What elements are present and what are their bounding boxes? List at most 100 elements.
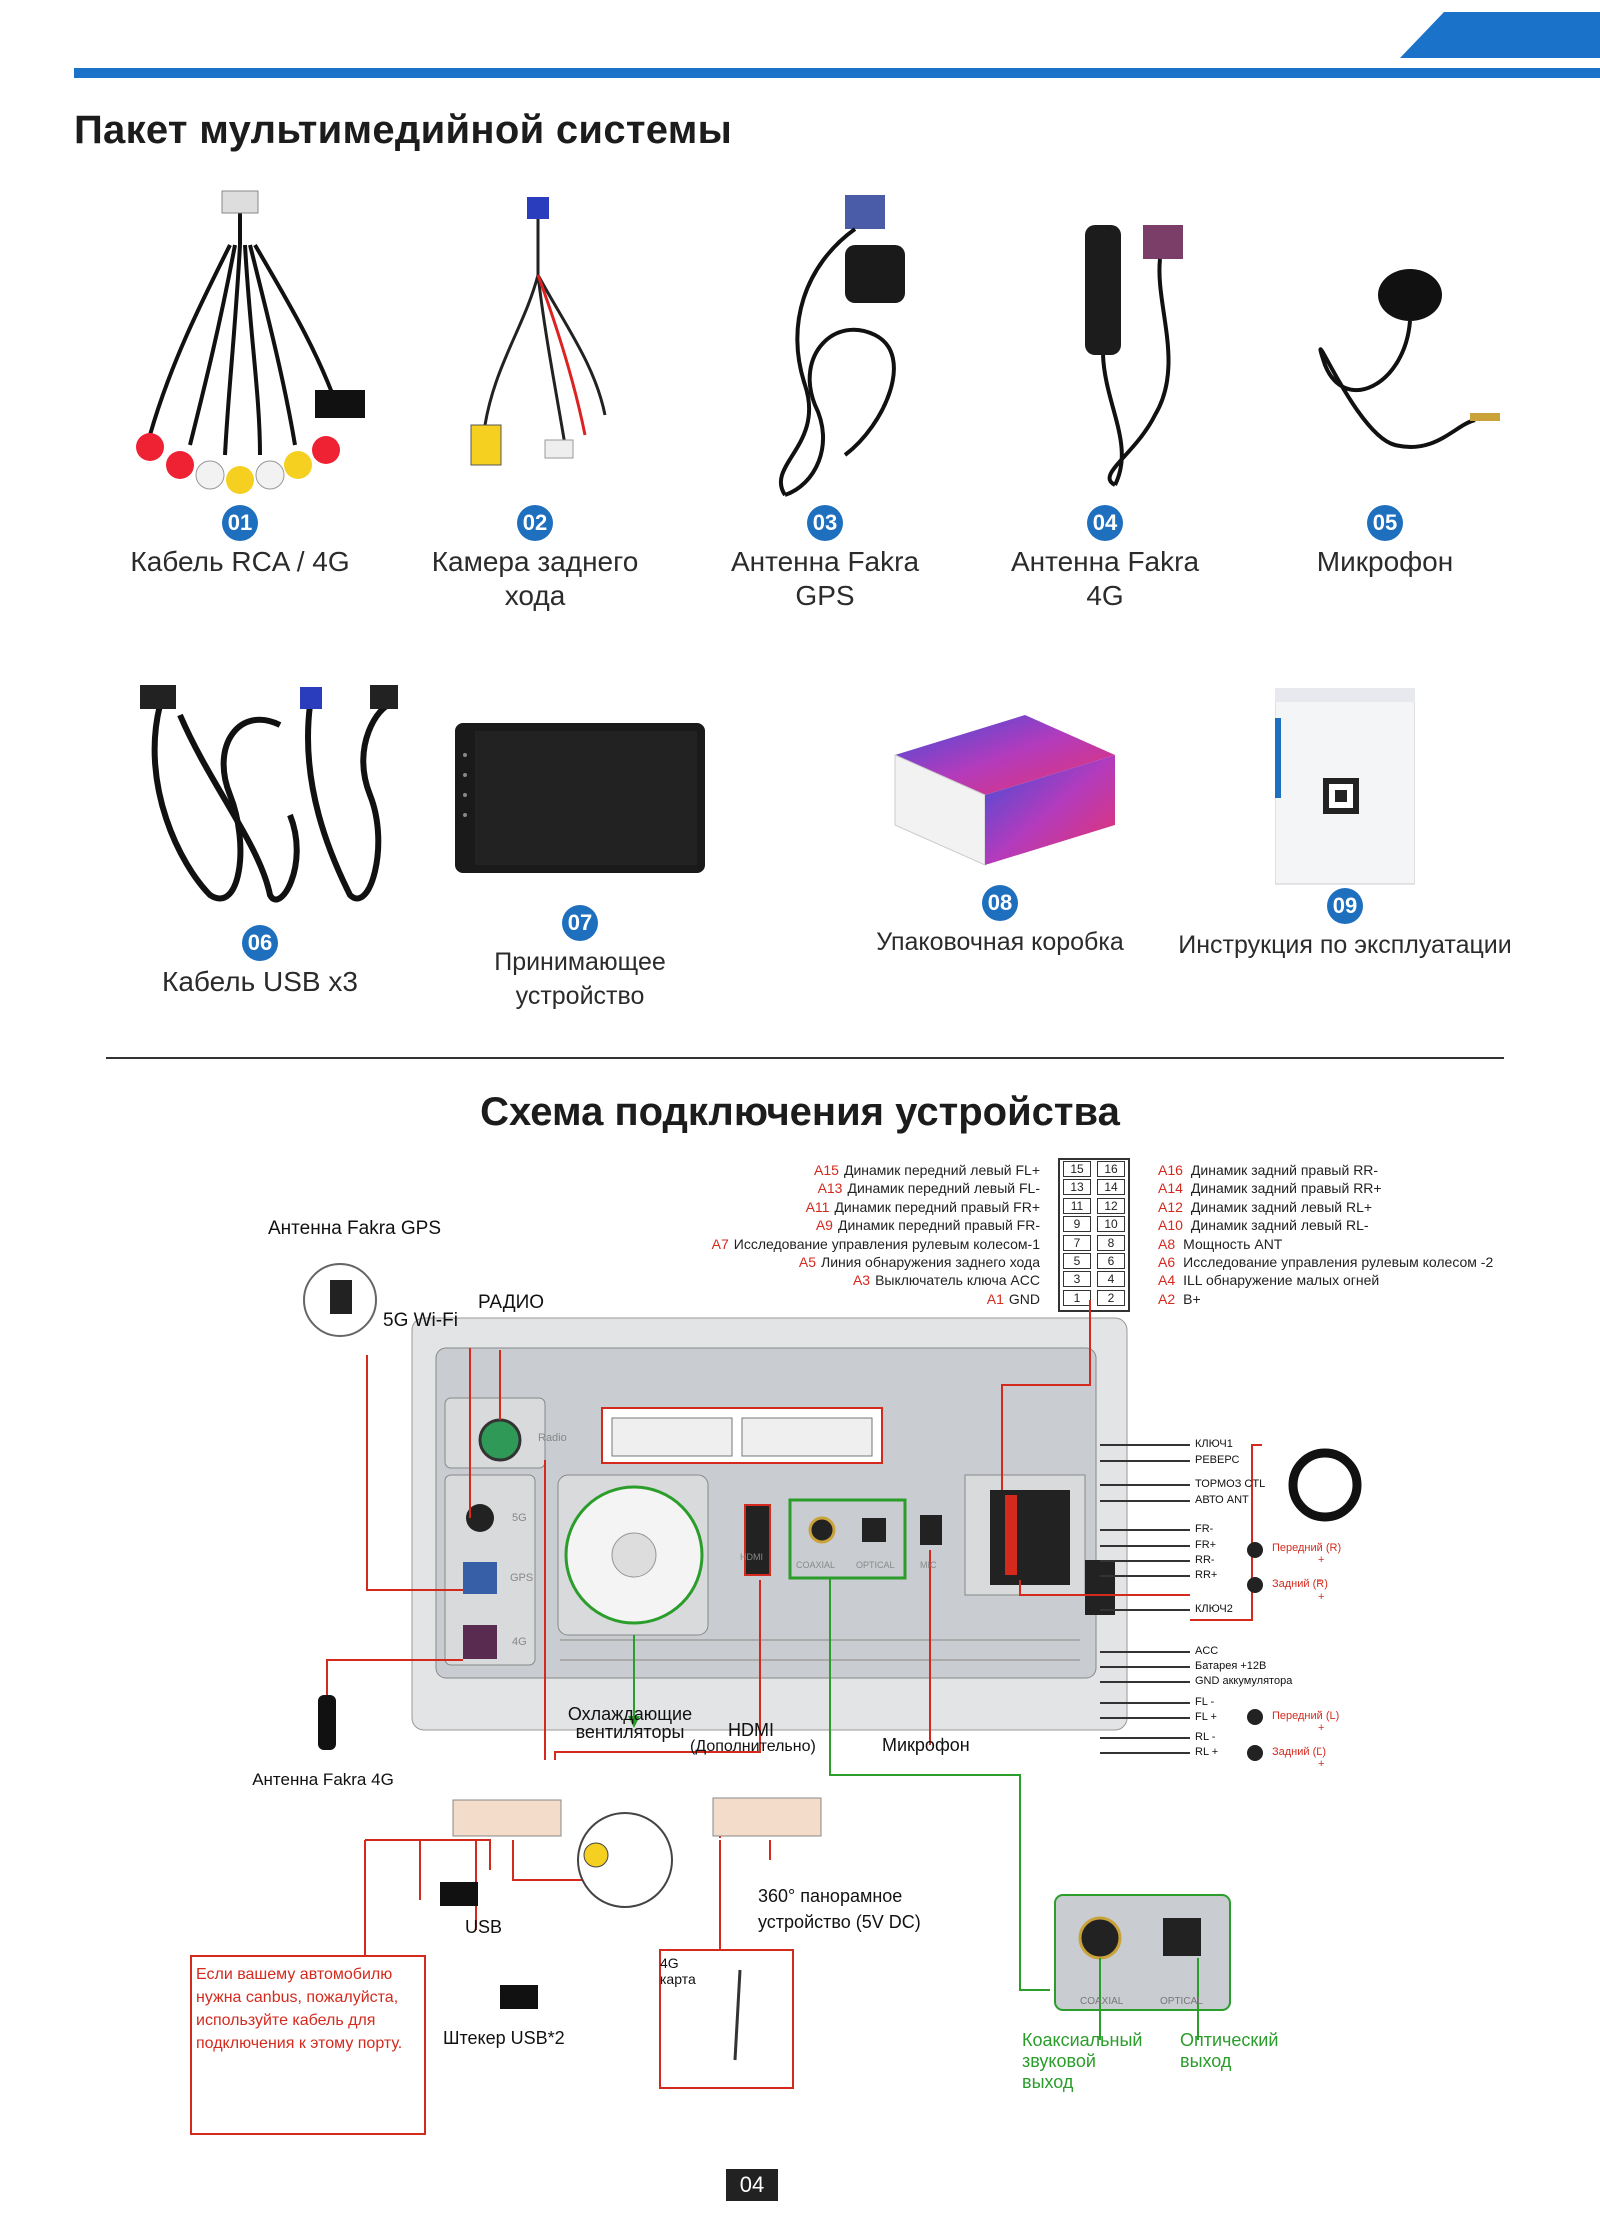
sign-plus: + <box>1318 1591 1325 1603</box>
pin-desc: Динамик передний левый FL+ <box>843 1162 1040 1178</box>
pin-desc: Исследование управления рулевым колесом … <box>1183 1253 1494 1270</box>
wire-label: РЕВЕРС <box>1195 1454 1240 1466</box>
pin-code: A5 <box>798 1253 817 1270</box>
item-head-unit: 07 Принимающее устройство <box>430 715 730 1013</box>
optical-out-label: Оптический выход <box>1180 2030 1279 2071</box>
gps-antenna-label: Антенна Fakra GPS <box>268 1218 442 1239</box>
pin-desc: Динамик задний левый RL+ <box>1190 1198 1373 1215</box>
pin-code: A16 <box>1158 1162 1183 1178</box>
4g-antenna-image <box>1005 185 1205 505</box>
panel-coaxial-text: COAXIAL <box>796 1560 836 1570</box>
wire-label: ТОРМОЗ CTL <box>1195 1478 1266 1490</box>
item-label: Кабель USB x3 <box>162 966 358 997</box>
pin-code: A2 <box>1158 1290 1176 1307</box>
wire-label: АВТО ANT <box>1195 1494 1249 1506</box>
wifi-label: 5G Wi-Fi <box>383 1310 458 1331</box>
item-box: 08 Упаковочная коробка <box>850 695 1150 959</box>
5g-port <box>466 1504 494 1532</box>
pin-code: A14 <box>1158 1180 1183 1197</box>
wire-label: FL - <box>1195 1696 1215 1708</box>
wire-label: RL - <box>1195 1731 1216 1743</box>
item-usb-cable: 06 Кабель USB x3 <box>110 665 410 999</box>
pin-number: 2 <box>1097 1289 1125 1306</box>
item-label: Принимающее устройство <box>494 948 666 1010</box>
pin-code: A3 <box>852 1272 871 1289</box>
wire-label: FR- <box>1195 1523 1214 1535</box>
coax-out-label: Коаксиальный звуковой выход <box>1022 2030 1143 2092</box>
pin-desc: B+ <box>1183 1290 1201 1307</box>
wire-label: RR+ <box>1195 1569 1218 1581</box>
item-4g-antenna: 04 Антенна Fakra 4G <box>955 185 1255 613</box>
item-number-badge: 02 <box>517 505 553 541</box>
item-number-badge: 09 <box>1327 888 1363 924</box>
microphone-image <box>1265 185 1505 505</box>
4g-port <box>463 1625 497 1659</box>
pin-code: A15 <box>814 1162 839 1178</box>
camera-cable-image <box>435 185 635 505</box>
cooling-label: Охлаждающие вентиляторы <box>567 1704 693 1742</box>
speaker-front-r: Передний (R) <box>1272 1542 1342 1554</box>
item-microphone: 05 Микрофон <box>1235 185 1535 579</box>
pin-code: A6 <box>1158 1253 1176 1270</box>
pin-desc: Динамик задний правый RR- <box>1190 1162 1379 1178</box>
page-number: 04 <box>726 2169 778 2201</box>
pin-number: 8 <box>1097 1234 1125 1251</box>
pin-desc: Выключатель ключа ACC <box>875 1272 1040 1289</box>
usb-plug-label: Штекер USB*2 <box>443 2028 565 2048</box>
speaker-rear-r: Задний (R) <box>1272 1578 1328 1590</box>
4g-card-box <box>659 1949 794 2089</box>
pin-desc: Линия обнаружения заднего хода <box>821 1253 1040 1270</box>
pin-code: A13 <box>817 1180 843 1197</box>
usb-label: USB <box>465 1917 503 1937</box>
pin-desc: Исследование управления рулевым колесом-… <box>733 1235 1040 1252</box>
pin-number: 16 <box>1097 1161 1125 1177</box>
microphone-label: Микрофон <box>882 1735 970 1755</box>
panel-optical-text: OPTICAL <box>856 1560 895 1570</box>
sign-minus: - <box>1318 1575 1322 1587</box>
sign-plus: + <box>1318 1722 1325 1734</box>
panel-optical-text-2: OPTICAL <box>1160 1996 1203 2007</box>
audio-out-panel <box>1054 1894 1231 2011</box>
item-camera-cable: 02 Камера заднего хода <box>385 185 685 613</box>
item-manual: 09 Инструкция по эксплуатации <box>1165 687 1525 962</box>
pin-code: A10 <box>1158 1217 1183 1234</box>
panoramic-label: 360° панорамное устройство (5V DC) <box>758 1886 921 1932</box>
camera-rca-icon <box>577 1812 673 1908</box>
item-label: Антенна Fakra 4G <box>1010 546 1200 611</box>
panel-coaxial-text-2: COAXIAL <box>1080 1996 1124 2007</box>
hdmi-optional-label: (Дополнительно) <box>690 1738 816 1755</box>
pin-desc: Мощность ANT <box>1183 1235 1283 1252</box>
gps-antenna-image <box>725 185 925 505</box>
item-number-badge: 08 <box>982 885 1018 921</box>
pin-code: A11 <box>805 1198 830 1215</box>
pin-number: 7 <box>1063 1234 1091 1251</box>
usb-plug-icon <box>500 1985 538 2009</box>
rca-cable-image <box>110 185 370 505</box>
panel-radio-text: Radio <box>538 1432 567 1444</box>
sign-plus: + <box>1318 1758 1325 1770</box>
sign-minus: - <box>1318 1706 1322 1718</box>
wire-label: GND аккумулятора <box>1195 1675 1293 1687</box>
sign-plus: + <box>1318 1554 1325 1566</box>
pin-number: 11 <box>1063 1197 1091 1214</box>
4g-antenna-icon <box>318 1695 336 1750</box>
item-label: Микрофон <box>1316 546 1454 577</box>
wire-label: RL + <box>1195 1746 1219 1758</box>
panel-4g-text: 4G <box>512 1636 527 1648</box>
pin-code: A12 <box>1158 1198 1183 1215</box>
pin-row-right: A2 B+ <box>1158 1291 1578 1309</box>
radio-label: РАДИО <box>478 1292 545 1313</box>
pin-desc: Динамик передний левый FL- <box>847 1180 1040 1197</box>
pin-number: 5 <box>1063 1252 1091 1269</box>
wire-label: FL + <box>1195 1711 1217 1723</box>
header-rule <box>74 68 1600 78</box>
